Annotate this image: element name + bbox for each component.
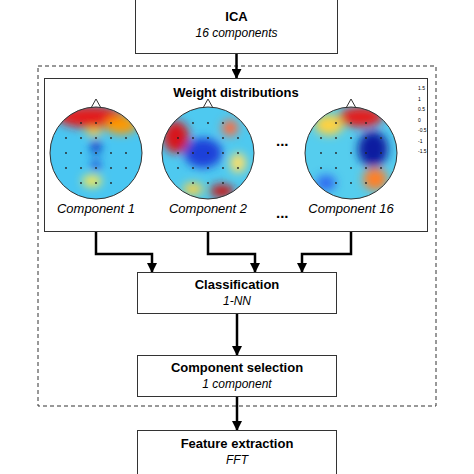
process-box: Feature extractionFFT — [137, 430, 337, 474]
colorbar-tick: -1.5 — [418, 149, 427, 154]
text-stack: Component selection1 component — [171, 360, 303, 392]
ellipsis: ... — [276, 205, 289, 220]
flow-arrow — [235, 54, 238, 78]
node-title: Component selection — [171, 360, 303, 377]
group-box: Weight distributionsComponent 1 Component… — [44, 78, 428, 232]
head-map — [44, 93, 148, 201]
process-box: Classification1-NN — [137, 272, 337, 314]
topoplot-head: Component 2 — [156, 93, 260, 219]
node-title: Component 2 — [156, 201, 260, 218]
flow-arrow — [236, 397, 239, 430]
node-title: Component 1 — [44, 201, 148, 218]
head-map — [299, 93, 403, 201]
flow-arrow — [236, 314, 239, 355]
colorbar-tick: 1 — [418, 97, 421, 102]
text-stack: Feature extractionFFT — [181, 436, 294, 468]
colorbar-tick: 0.5 — [418, 107, 425, 112]
node-title: Classification — [195, 277, 280, 294]
text-stack: ICA16 components — [195, 9, 277, 41]
node-title: ICA — [195, 9, 277, 26]
colorbar-tick: 1.5 — [418, 86, 425, 91]
process-box: Component selection1 component — [137, 355, 337, 397]
head-map — [156, 93, 260, 201]
node-subtitle: 1-NN — [195, 294, 280, 310]
node-subtitle: 16 components — [195, 26, 277, 42]
node-title: Feature extraction — [181, 436, 294, 453]
node-subtitle: 1 component — [171, 377, 303, 393]
node-title: Component 16 — [299, 201, 403, 218]
text-stack: Classification1-NN — [195, 277, 280, 309]
node-title: Weight distributions — [45, 85, 427, 102]
node-subtitle: FFT — [181, 453, 294, 469]
colorbar-tick: 0 — [418, 118, 421, 123]
ellipsis: ... — [276, 133, 289, 148]
colorbar-tick: -0.5 — [418, 128, 427, 133]
topoplot-head: Component 1 — [44, 93, 148, 219]
colorbar-tick: -1 — [418, 139, 422, 144]
topoplot-head: Component 16 — [299, 93, 403, 219]
dashed-region — [38, 66, 436, 406]
process-box: ICA16 components — [135, 0, 338, 54]
